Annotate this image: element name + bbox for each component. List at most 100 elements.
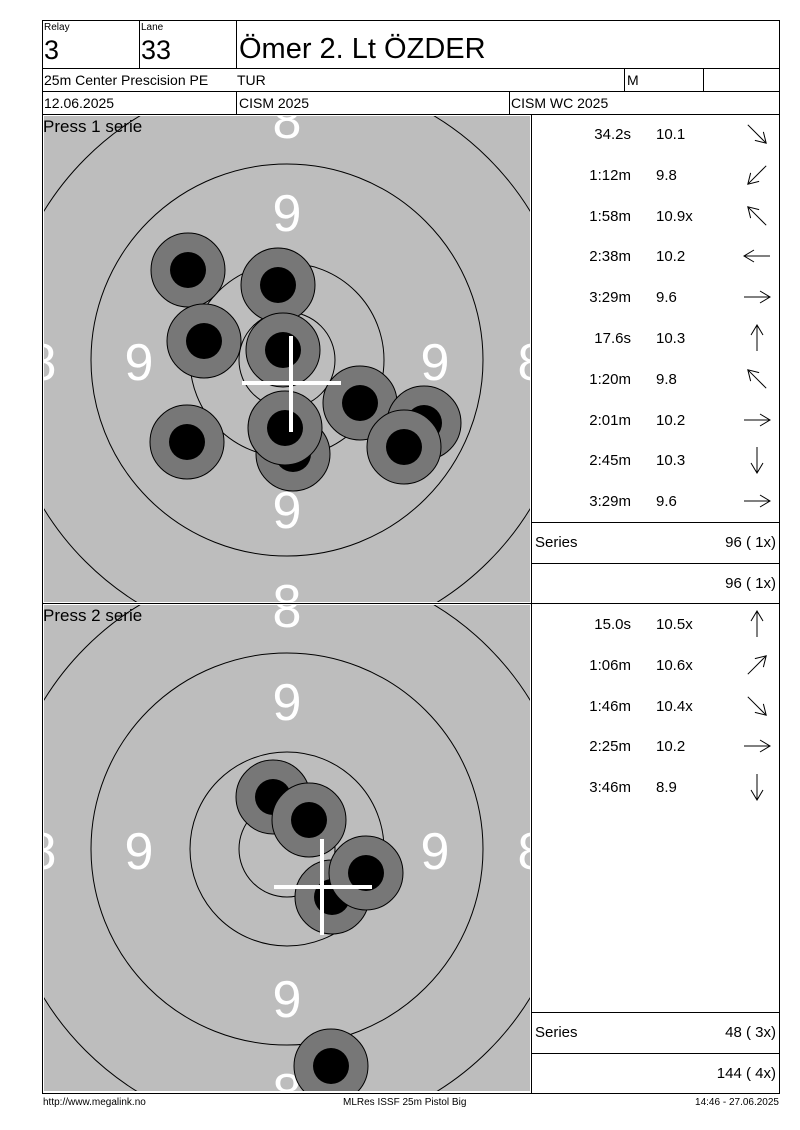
series-1-title: Press 1 serie — [43, 117, 143, 136]
direction-arrow-icon — [747, 368, 767, 389]
ring-label: 8 — [273, 116, 302, 150]
shot-value: 10.3 — [656, 452, 686, 470]
shot-row: 1:12m 9.8 — [532, 154, 779, 195]
shot-value: 10.1 — [656, 126, 686, 143]
shot-hole — [328, 835, 404, 911]
relay-label: Relay — [44, 22, 70, 33]
shot-hole — [240, 247, 316, 323]
shot-row: 34.2s 10.1 — [532, 113, 779, 154]
series-1-cumulative: 96 ( 1x) — [725, 575, 776, 592]
shot-hole — [150, 232, 226, 308]
ring-label: 9 — [273, 185, 302, 243]
date: 12.06.2025 — [44, 95, 115, 111]
target-face-1: 8 9 9 9 9 8 8 8 — [44, 116, 530, 602]
group-center-cross — [274, 839, 372, 935]
direction-arrow-icon — [750, 610, 764, 637]
shot-hole — [245, 312, 321, 388]
shot-row: 2:25m 10.2 — [532, 725, 779, 766]
shooter-name: Ömer 2. Lt ÖZDER — [239, 33, 486, 65]
shot-time: 2:25m — [589, 738, 631, 756]
shot-time: 1:20m — [589, 370, 631, 388]
shot-value: 9.8 — [656, 370, 677, 388]
direction-arrow-icon — [744, 739, 771, 753]
direction-arrow-icon — [747, 124, 767, 144]
ring-label: 8 — [44, 334, 56, 392]
shot-value: 9.8 — [656, 166, 677, 184]
shot-hole — [166, 303, 242, 379]
target-series-2: 8 9 9 9 9 8 8 8 — [44, 605, 530, 1091]
direction-arrow-icon — [750, 324, 764, 351]
shot-value: 9.6 — [656, 289, 677, 307]
footer-program: MLRes ISSF 25m Pistol Big — [343, 1097, 467, 1108]
footer-url[interactable]: http://www.megalink.no — [43, 1097, 146, 1108]
shot-time: 1:12m — [589, 166, 631, 184]
target-series-1: 8 9 9 9 9 8 8 8 — [44, 116, 530, 602]
shot-time: 34.2s — [594, 126, 631, 143]
direction-arrow-icon — [744, 290, 771, 304]
ring-label: 8 — [273, 605, 302, 639]
direction-arrow-icon — [750, 774, 764, 802]
shot-holes-2 — [235, 759, 404, 1091]
ring-label: 9 — [125, 334, 154, 392]
ring-label: 9 — [421, 823, 450, 881]
shot-value: 10.5x — [656, 616, 693, 633]
series-2-title: Press 2 serie — [43, 606, 143, 625]
shot-row: 1:58m 10.9x — [532, 195, 779, 236]
ring-label: 9 — [421, 334, 450, 392]
competition: CISM 2025 — [239, 95, 310, 111]
relay-number: 3 — [44, 35, 60, 65]
direction-arrow-icon — [744, 413, 771, 427]
class: M — [627, 72, 639, 88]
shot-time: 1:46m — [589, 697, 631, 715]
direction-arrow-icon — [743, 249, 770, 263]
shot-value: 10.4x — [656, 697, 693, 715]
shot-time: 2:45m — [589, 452, 631, 470]
shot-time: 1:06m — [589, 656, 631, 674]
series-2-total: 48 ( 3x) — [725, 1024, 776, 1041]
group-center-cross — [242, 336, 341, 432]
shot-time: 3:29m — [589, 289, 631, 307]
shot-time: 2:38m — [589, 248, 631, 266]
ring-label: 8 — [518, 334, 530, 392]
lane-label: Lane — [141, 22, 164, 33]
shot-hole — [366, 409, 442, 485]
lane-number: 33 — [141, 35, 172, 65]
shot-time: 17.6s — [594, 330, 631, 347]
series-2-label: Series — [535, 1024, 578, 1041]
target-face-2: 8 9 9 9 9 8 8 8 — [44, 605, 530, 1091]
direction-arrow-icon — [744, 494, 771, 508]
direction-arrow-icon — [747, 654, 767, 675]
series-1-label: Series — [535, 534, 578, 551]
ring-label: 9 — [125, 823, 154, 881]
shot-row: 1:06m 10.6x — [532, 644, 779, 685]
nation: TUR — [237, 72, 266, 88]
shot-row: 1:20m 9.8 — [532, 358, 779, 399]
ring-label: 8 — [518, 823, 530, 881]
shot-value: 10.3 — [656, 330, 686, 347]
shot-holes-1 — [149, 232, 462, 492]
shot-value: 10.9x — [656, 207, 693, 225]
shot-time: 1:58m — [589, 207, 631, 225]
shot-value: 8.9 — [656, 779, 677, 797]
shot-row: 2:45m 10.3 — [532, 439, 779, 480]
ring-label: 9 — [273, 971, 302, 1029]
shot-hole — [247, 390, 323, 466]
ring-label: 8 — [44, 823, 56, 881]
shot-hole — [271, 782, 347, 858]
shot-time: 3:29m — [589, 493, 631, 511]
shot-row: 17.6s 10.3 — [532, 317, 779, 358]
shot-hole — [293, 1028, 369, 1091]
event-name: 25m Center Prescision PE — [44, 72, 209, 88]
shot-value: 10.2 — [656, 411, 686, 429]
shot-row: 1:46m 10.4x — [532, 685, 779, 726]
shot-value: 10.6x — [656, 656, 693, 674]
shot-hole — [149, 404, 225, 480]
ring-label: 8 — [273, 575, 302, 602]
shot-row: 3:29m 9.6 — [532, 276, 779, 317]
direction-arrow-icon — [747, 205, 767, 226]
shot-value: 10.2 — [656, 738, 686, 756]
sub-competition: CISM WC 2025 — [511, 95, 609, 111]
